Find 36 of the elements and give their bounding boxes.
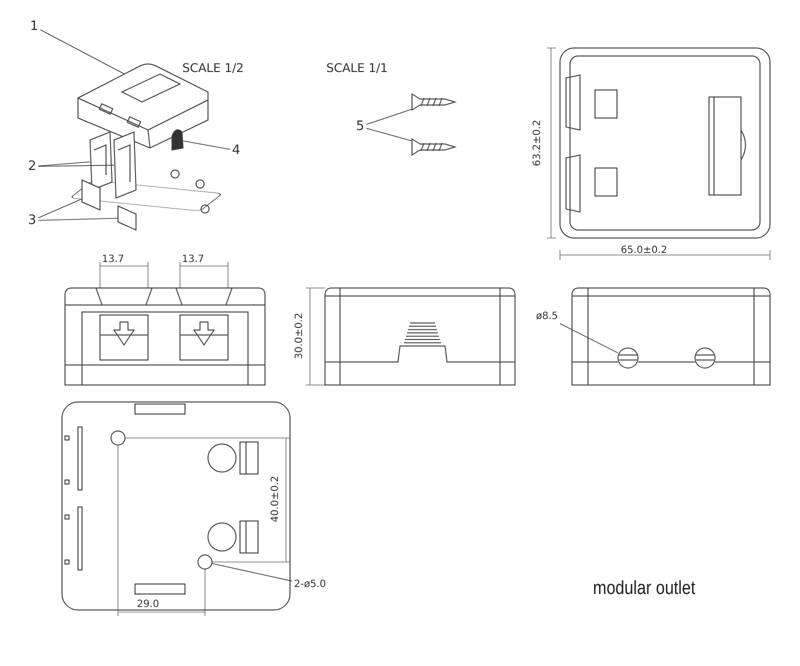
scale-note: SCALE 1/2 — [182, 62, 244, 74]
leader-line — [40, 29, 125, 74]
label-window — [120, 73, 182, 103]
terminal-block — [118, 205, 136, 231]
leader-line — [38, 161, 90, 166]
leader-line — [212, 563, 292, 582]
dimension-label: 13.7 — [182, 255, 204, 265]
callout-number: 4 — [232, 144, 240, 157]
cable-entry — [172, 129, 184, 150]
mounting-hole — [198, 554, 212, 570]
screw-head — [618, 348, 638, 368]
dimension-label: 29.0 — [136, 600, 160, 610]
leader-line — [38, 164, 114, 167]
callout-number: 5 — [356, 120, 364, 133]
dimension-label: 13.7 — [102, 255, 124, 265]
leader-line — [38, 198, 82, 218]
callout-number: 3 — [28, 214, 36, 227]
leader-line — [366, 108, 412, 125]
callout-number: 2 — [28, 160, 36, 173]
scale-note: SCALE 1/1 — [326, 62, 388, 74]
dimension-label: ø8.5 — [536, 312, 558, 322]
dimension-label: 30.0±0.2 — [295, 312, 305, 360]
screw-drawing — [412, 93, 457, 111]
jack-module — [113, 131, 137, 199]
dimension-label: 40.0±0.2 — [271, 476, 281, 522]
leader-line — [182, 140, 230, 150]
leader-line — [366, 128, 412, 142]
terminal-block — [82, 179, 100, 211]
dimension-label: 65.0±0.2 — [620, 246, 668, 256]
leader-line — [560, 323, 618, 354]
dimension-label: 63.2±0.2 — [533, 120, 543, 166]
dimension-label: 2-ø5.0 — [294, 580, 326, 590]
caption: modular outlet — [593, 578, 696, 600]
leader-line — [38, 218, 118, 221]
callout-number: 1 — [30, 20, 38, 33]
screw-drawing — [412, 138, 457, 156]
